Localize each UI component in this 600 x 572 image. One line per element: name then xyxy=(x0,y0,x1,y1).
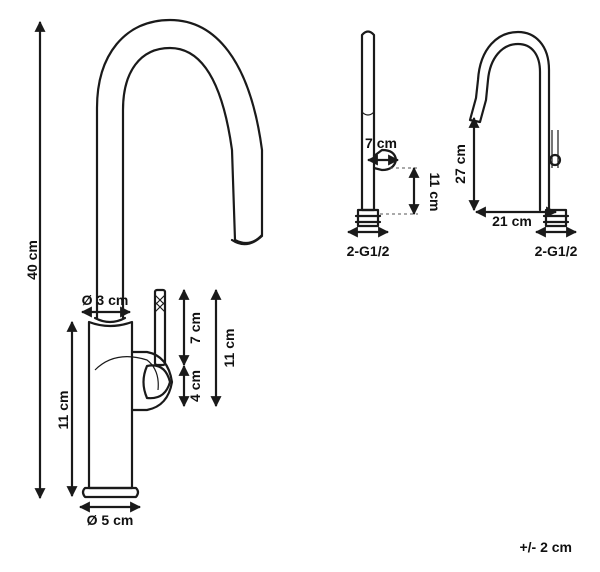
front-faucet-view: 27 cm 21 cm 2-G1/2 xyxy=(452,30,578,259)
spout-collar xyxy=(93,316,127,324)
front-height-label: 27 cm xyxy=(452,144,468,184)
side-reach-label: 7 cm xyxy=(365,135,397,151)
spout-tip xyxy=(230,234,264,246)
body-height-label: 11 cm xyxy=(55,391,71,430)
handle-knurl xyxy=(154,294,166,313)
spout-outline xyxy=(95,18,264,320)
handle-cap xyxy=(142,364,172,400)
side-faucet-view: 7 cm 11 cm 2-G1/2 xyxy=(347,30,443,259)
front-connector-label: 2-G1/2 xyxy=(535,243,578,259)
front-spout-outline xyxy=(468,30,551,212)
front-reach-label: 21 cm xyxy=(492,213,532,229)
handle-lever-mid xyxy=(94,356,159,391)
front-handle-knob xyxy=(548,153,562,167)
total-height-label: 40 cm xyxy=(24,240,40,280)
side-body-outline xyxy=(360,30,376,212)
side-height-label: 11 cm xyxy=(427,173,443,212)
spout-diameter-label: Ø 3 cm xyxy=(82,292,129,308)
side-connector-label: 2-G1/2 xyxy=(347,243,390,259)
base-outline xyxy=(81,486,140,499)
main-faucet-view: 40 cm Ø 3 cm 11 cm Ø 5 cm 7 cm 4 cm xyxy=(24,18,264,528)
base-diameter-label: Ø 5 cm xyxy=(87,512,134,528)
handle-upper-label: 7 cm xyxy=(187,312,203,344)
tolerance-label: +/- 2 cm xyxy=(519,539,572,555)
front-handle-rod xyxy=(551,130,559,168)
body-outline xyxy=(87,320,134,490)
side-connector xyxy=(354,208,382,228)
handle-rod xyxy=(153,288,167,367)
handle-total-label: 11 cm xyxy=(221,329,237,368)
handle-lower-label: 4 cm xyxy=(187,370,203,402)
side-spout-mark xyxy=(361,111,375,116)
